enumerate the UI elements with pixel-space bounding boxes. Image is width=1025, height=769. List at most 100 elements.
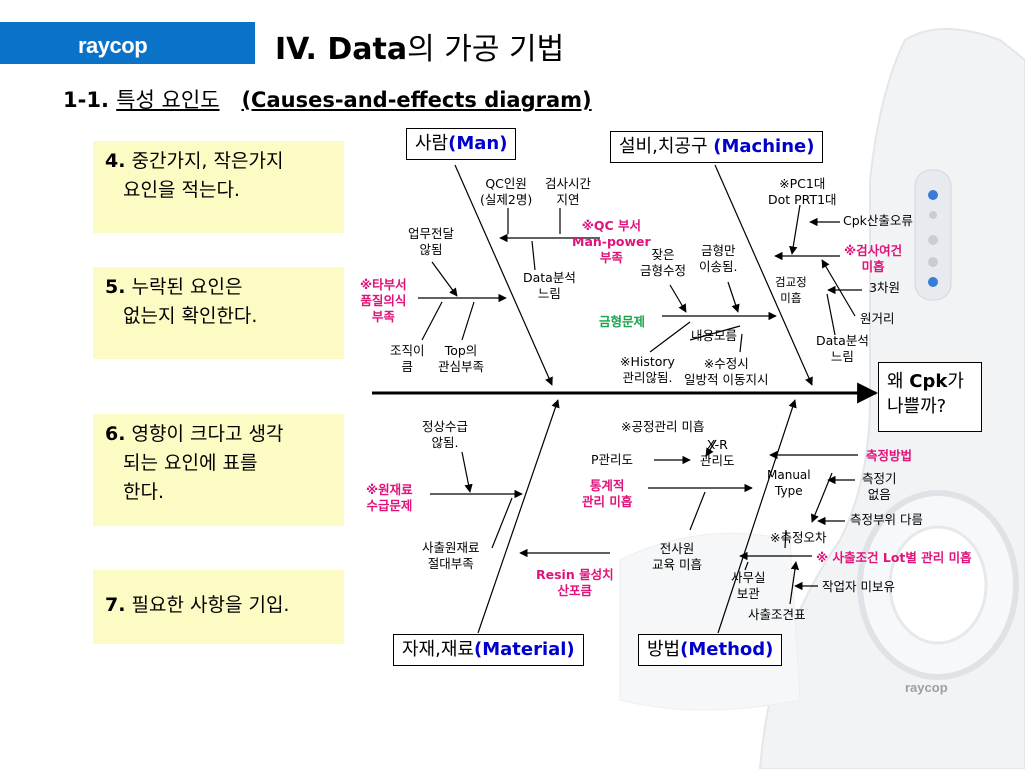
cause-text: 금형수정 <box>640 263 687 278</box>
cause-text: 보관 <box>736 586 760 601</box>
effect-line1-bold: Cpk <box>909 371 948 392</box>
note-text: 영향이 크다고 생각 <box>131 423 284 445</box>
slide-title-roman: IV. Data <box>275 32 408 67</box>
cause-text: ※수정시 <box>703 356 749 371</box>
cause-text: 통계적 <box>589 478 625 493</box>
effect-line1-post: 가 <box>947 371 964 392</box>
cause-mold-problem: 금형문제 <box>599 314 646 329</box>
effect-line1-pre: 왜 <box>887 371 904 392</box>
cause-text: 부족 <box>599 250 623 265</box>
cause-p-chart: P관리도 <box>591 452 634 467</box>
note-step-6: 6. 영향이 크다고 생각 되는 요인에 표를 한다. <box>93 414 344 526</box>
cause-text: 절대부족 <box>427 556 474 571</box>
cause-text: 품질의식 <box>360 293 407 308</box>
cause-text: X-R <box>706 437 728 452</box>
section-english: (Causes-and-effects diagram) <box>241 88 592 112</box>
cause-text: ※타부서 <box>360 277 407 292</box>
cause-text: (실제2명) <box>480 192 533 207</box>
note-text: 누락된 요인은 <box>131 276 243 298</box>
bone-man <box>454 164 553 386</box>
cause-text: 업무전달 <box>408 226 455 241</box>
note-text: 없는지 확인한다. <box>123 305 258 327</box>
section-subtitle: 1-1. 특성 요인도 (Causes-and-effects diagram) <box>63 84 592 114</box>
category-man-en: (Man) <box>448 133 508 154</box>
note-number: 4. <box>105 150 126 172</box>
bone-machine <box>714 164 813 386</box>
cause-injection-lot: ※ 사출조건 Lot별 관리 미흡 <box>816 550 972 565</box>
cause-text: 잦은 <box>651 247 675 262</box>
brand-logo: raycop <box>78 33 148 58</box>
cause-text: 느림 <box>830 349 854 364</box>
category-man-ko: 사람 <box>415 133 449 154</box>
cause-text: 금형만 <box>700 243 736 258</box>
bone-method <box>717 399 797 634</box>
cause-text: 검교정 <box>775 275 807 289</box>
cause-text: 사무실 <box>731 570 766 585</box>
product-brand-mark: raycop <box>905 680 948 695</box>
cause-text: ※PC1대 <box>779 176 826 191</box>
effect-line2: 나쁠까? <box>887 396 947 417</box>
cause-text: 부족 <box>371 309 395 324</box>
category-method-ko: 방법 <box>647 639 681 660</box>
cause-process-control: ※공정관리 미흡 <box>621 419 705 434</box>
cause-text: 조직이 <box>390 343 425 358</box>
effect-box: 왜 Cpk가 나쁠까? <box>878 362 982 432</box>
note-text: 한다. <box>123 481 164 503</box>
cause-text: Resin 물성치 <box>536 567 614 582</box>
category-method-en: (Method) <box>680 639 774 660</box>
cause-text: 관심부족 <box>438 359 485 374</box>
cause-text: 일방적 이동지시 <box>684 372 769 387</box>
cause-text: Type <box>775 484 803 498</box>
cause-text: 산포큼 <box>557 583 593 598</box>
section-number: 1-1. <box>63 88 109 112</box>
category-material: 자재,재료(Material) <box>393 634 584 666</box>
cause-text: Man-power <box>572 234 651 249</box>
note-text: 필요한 사항을 기입. <box>131 594 290 616</box>
category-material-en: (Material) <box>473 639 575 660</box>
cause-text: QC인원 <box>485 176 527 191</box>
section-title: 특성 요인도 <box>116 88 220 112</box>
slide-title: IV. Data의 가공 기법 <box>275 24 564 68</box>
cause-text: 교육 미흡 <box>652 557 702 572</box>
cause-text: 검사시간 <box>545 176 592 191</box>
cause-text: Data분석 <box>816 333 869 348</box>
cause-text: Top의 <box>444 343 478 358</box>
cause-text: 전사원 <box>659 541 695 556</box>
cause-no-operator: 작업자 미보유 <box>822 579 895 594</box>
cause-text: 않됨. <box>431 435 459 450</box>
note-number: 6. <box>105 423 126 445</box>
cause-text: 관리않됨. <box>622 370 673 385</box>
cause-text: Data분석 <box>523 270 576 285</box>
cause-content-unknown: 내용모름 <box>691 328 738 343</box>
cause-measure-method: 측정방법 <box>866 448 913 463</box>
cause-text: 미흡 <box>861 259 885 274</box>
note-number: 7. <box>105 594 126 616</box>
note-step-4: 4. 중간가지, 작은가지 요인을 적는다. <box>93 141 344 233</box>
category-machine-ko: 설비,치공구 <box>619 136 708 157</box>
cause-text: 수급문제 <box>366 498 413 513</box>
note-text: 되는 요인에 표를 <box>123 452 258 474</box>
category-method: 방법(Method) <box>638 634 783 666</box>
cause-three-dim: 3차원 <box>869 280 900 295</box>
cause-measure-error: ※측정오차 <box>770 530 827 545</box>
cause-cpk-error: Cpk산출오류 <box>843 213 913 228</box>
note-text: 요인을 적는다. <box>123 179 240 201</box>
cause-text: 관리 미흡 <box>582 494 633 509</box>
cause-text: ※History <box>620 354 675 369</box>
category-machine: 설비,치공구 (Machine) <box>610 131 824 163</box>
